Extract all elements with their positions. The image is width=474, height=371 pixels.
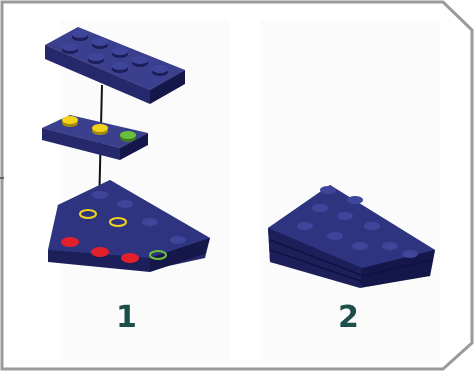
step-number-1: 1 [116,303,137,333]
step-number-2: 2 [338,303,359,333]
